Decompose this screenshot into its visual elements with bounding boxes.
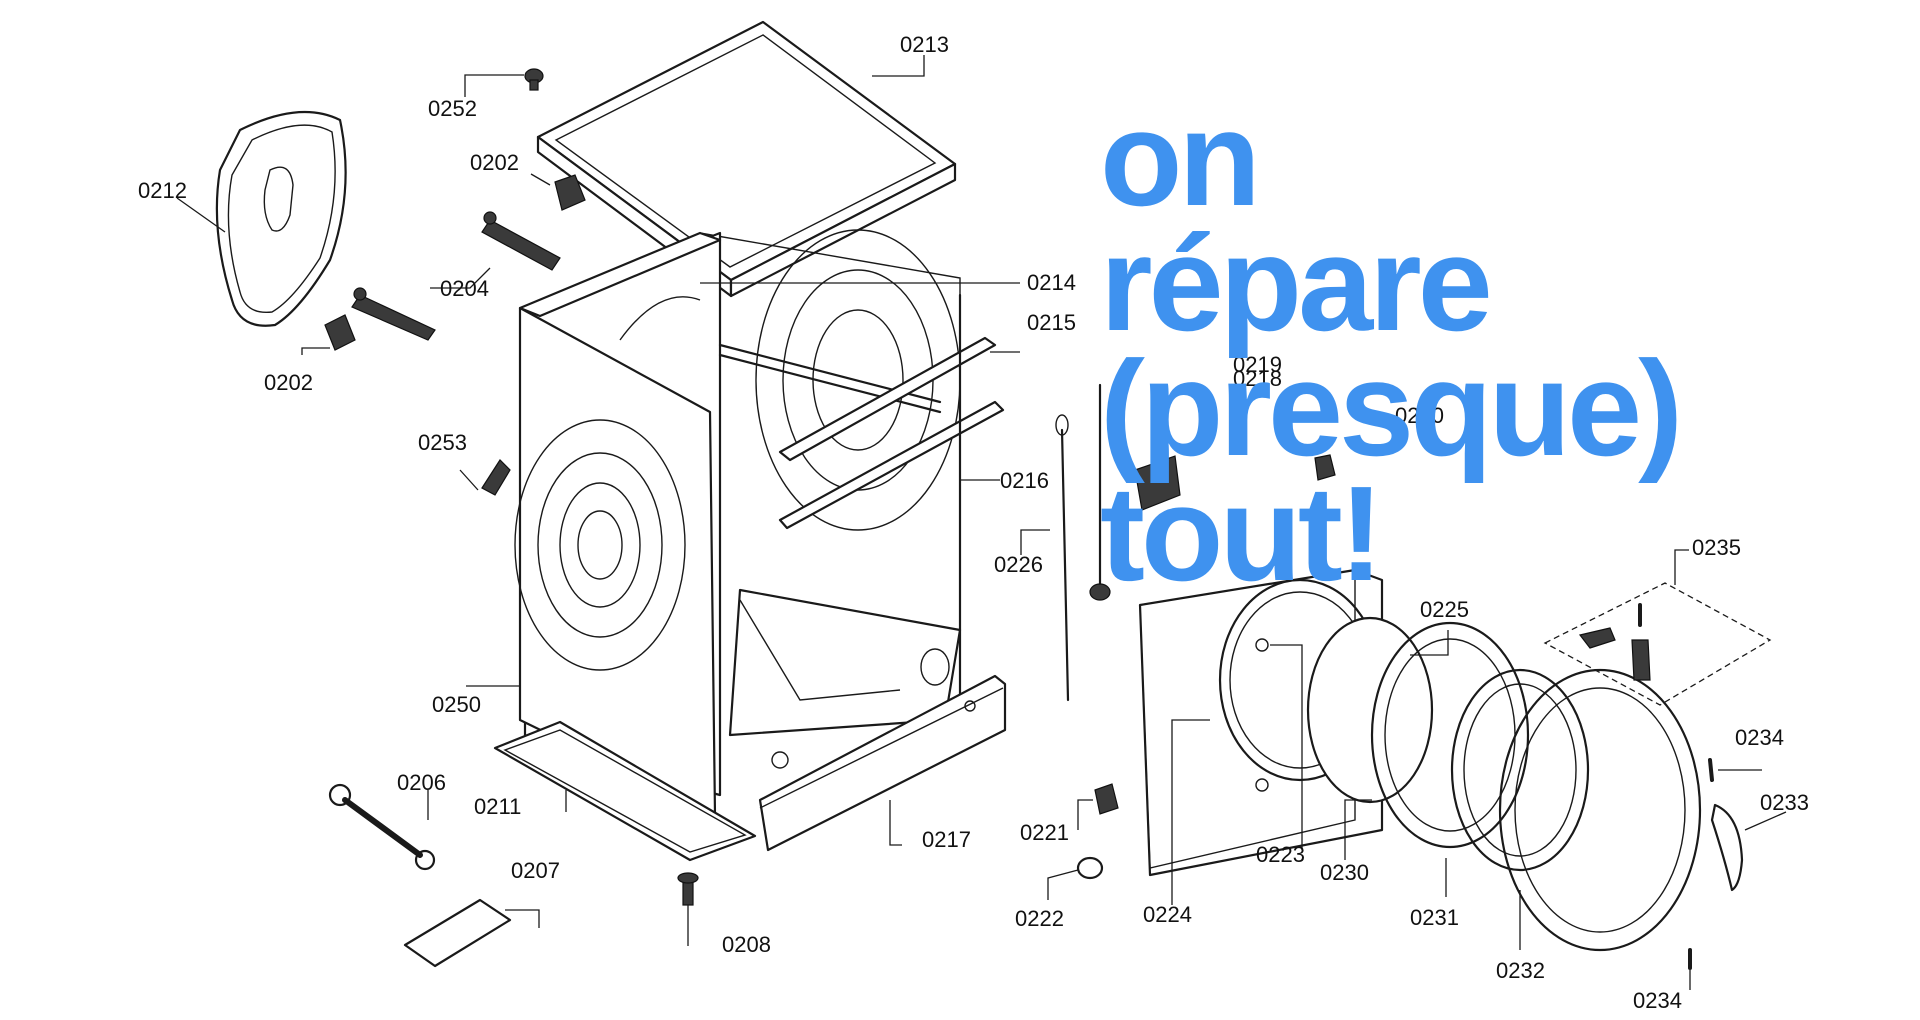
label-0231: 0231 [1410, 905, 1459, 930]
door-frame-0232-part [1498, 668, 1702, 952]
label-0235: 0235 [1692, 535, 1741, 560]
label-0233: 0233 [1760, 790, 1809, 815]
part-labels: 0252 0213 0212 0202 0204 0202 0214 0215 … [138, 32, 1809, 1013]
screw-0252-part [524, 68, 544, 91]
label-0223: 0223 [1256, 842, 1305, 867]
label-0206: 0206 [397, 770, 446, 795]
label-0221: 0221 [1020, 820, 1069, 845]
leader-lines [176, 55, 1787, 990]
label-0216: 0216 [1000, 468, 1049, 493]
label-0212: 0212 [138, 178, 187, 203]
kick-plate-part [758, 674, 1007, 852]
clamp-0220-part [1314, 454, 1336, 481]
foot-0208-part [677, 872, 699, 906]
hinge-kit-0235-part [1543, 582, 1772, 706]
label-0225: 0225 [1420, 597, 1469, 622]
label-0211: 0211 [474, 794, 521, 819]
wrench-0206-part [328, 783, 436, 871]
door-seal-0225-part [1306, 616, 1434, 804]
label-0253: 0253 [418, 430, 467, 455]
cross-brace-part [778, 293, 1005, 702]
label-0215: 0215 [1027, 310, 1076, 335]
rear-panel-part [215, 110, 347, 327]
label-0222: 0222 [1015, 906, 1064, 931]
bracket-0253-part [481, 459, 511, 496]
base-plate-part [493, 720, 757, 862]
clip-0219-part [1089, 383, 1111, 601]
hinge-0202a-part [554, 174, 586, 211]
label-0217: 0217 [922, 827, 971, 852]
label-0226: 0226 [994, 552, 1043, 577]
label-0202-bottom: 0202 [264, 370, 313, 395]
bracket-0202b-part [324, 314, 356, 351]
label-0214: 0214 [1027, 270, 1076, 295]
label-0234-top: 0234 [1735, 725, 1784, 750]
label-0219: 0219 [1233, 352, 1282, 377]
bracket-0218-part [1134, 455, 1181, 511]
pin-0234-part [1688, 758, 1714, 970]
clip-0221-part [1094, 783, 1119, 815]
handle-0233-part [1710, 803, 1744, 892]
label-0224: 0224 [1143, 902, 1192, 927]
knob-0222-part [1076, 856, 1104, 880]
label-0252: 0252 [428, 96, 477, 121]
shock-absorber-part [351, 211, 561, 341]
label-0220: 0220 [1395, 403, 1444, 428]
door-glass-0231-part [1450, 668, 1590, 872]
label-0202-top: 0202 [470, 150, 519, 175]
label-0204: 0204 [440, 276, 489, 301]
label-0218: 0218 [1233, 366, 1282, 391]
label-0234-bottom: 0234 [1633, 988, 1682, 1013]
label-0250: 0250 [432, 692, 481, 717]
label-0213: 0213 [900, 32, 949, 57]
hose-0226-part [1055, 414, 1070, 702]
cabinet-body-part [514, 229, 962, 817]
label-0232: 0232 [1496, 958, 1545, 983]
label-0230: 0230 [1320, 860, 1369, 885]
foot-plate-0207-part [403, 898, 512, 968]
label-0208: 0208 [722, 932, 771, 957]
label-0207: 0207 [511, 858, 560, 883]
top-cover-part [536, 20, 957, 298]
